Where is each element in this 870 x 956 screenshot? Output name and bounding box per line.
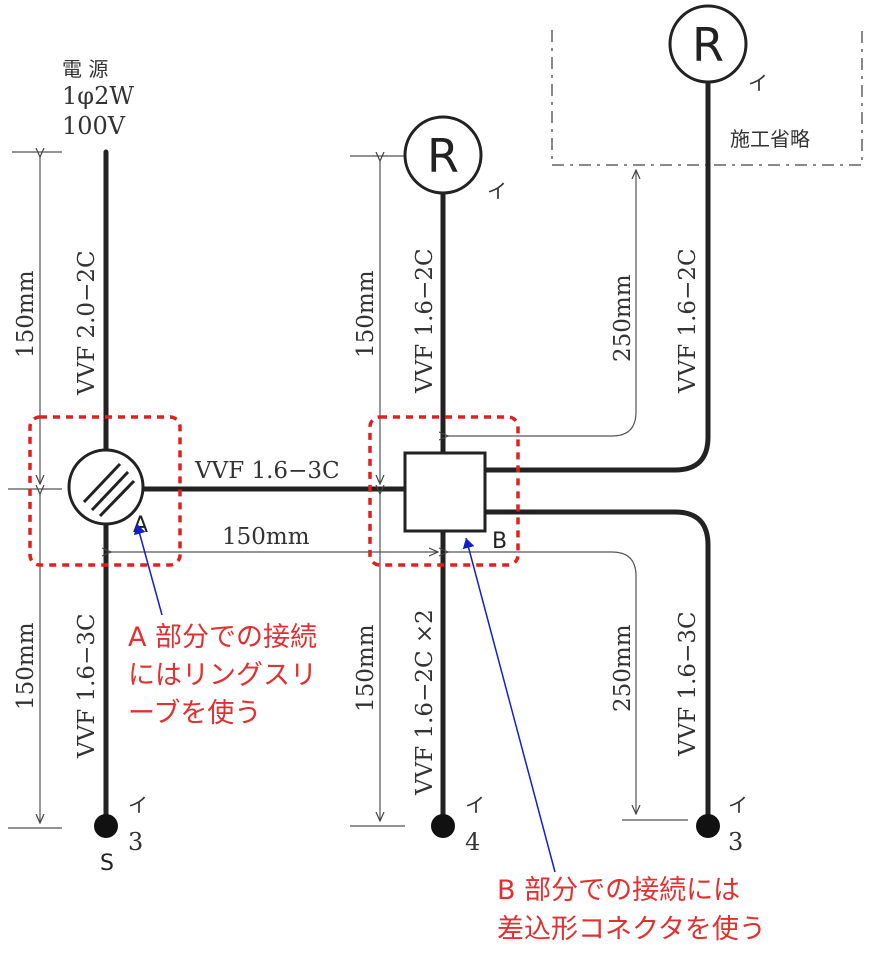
- note-b-line1: B 部分での接続には: [497, 875, 740, 906]
- power-label-2: 1φ2W: [62, 82, 134, 110]
- switch-2-bottom-label: 4: [465, 828, 480, 856]
- outlet-box-a: [67, 448, 145, 526]
- lamp-right-label: イ: [748, 71, 768, 95]
- cable-label-right-upper: VVF 1.6−2C: [675, 248, 701, 394]
- switch-3: [696, 814, 720, 838]
- dim-label-left-upper: 150mm: [13, 270, 39, 358]
- dim-label-right-upper: 250mm: [610, 274, 636, 362]
- switch-1-s-label: S: [100, 851, 114, 876]
- note-b-line2: 差込形コネクタを使う: [497, 914, 766, 945]
- marker-box-a: [28, 415, 182, 567]
- omitted-label: 施工省略: [730, 127, 810, 151]
- cable-label-left-lower: VVF 1.6−3C: [74, 613, 100, 759]
- junction-box-b: [403, 451, 487, 533]
- switch-3-bottom-label: 3: [728, 828, 743, 856]
- dim-right-upper: [448, 170, 636, 436]
- cable-right-lower: [482, 509, 711, 823]
- switch-1: [94, 814, 118, 838]
- cable-label-right-lower: VVF 1.6−3C: [675, 611, 701, 757]
- lamp-right-symbol: R: [692, 18, 724, 72]
- dim-label-left-lower: 150mm: [13, 622, 39, 710]
- dim-right-lower: [448, 552, 636, 814]
- marker-b-label: B: [492, 529, 507, 554]
- callout-arrow-a: [133, 523, 163, 616]
- cable-label-horizontal: VVF 1.6−3C: [194, 458, 340, 484]
- lamp-right: R: [668, 4, 748, 84]
- cable-label-mid-upper: VVF 1.6−2C: [412, 248, 438, 394]
- switch-3-top-label: イ: [728, 793, 748, 817]
- power-label-3: 100V: [62, 112, 126, 140]
- switch-1-bottom-label: 3: [128, 828, 143, 856]
- switch-2: [431, 814, 455, 838]
- switch-2-top-label: イ: [465, 793, 485, 817]
- note-a-line1: A 部分での接続: [128, 622, 317, 653]
- note-a-line3: ーブを使う: [128, 698, 261, 729]
- switch-1-top-label: イ: [128, 793, 148, 817]
- lamp-mid: R: [403, 115, 483, 195]
- dim-label-right-lower: 250mm: [610, 624, 636, 712]
- cable-right-upper: [482, 79, 711, 473]
- power-label-1: 電 源: [62, 57, 108, 81]
- cable-label-source: VVF 2.0−2C: [74, 250, 100, 396]
- lamp-mid-label: イ: [487, 179, 507, 203]
- lamp-mid-symbol: R: [427, 129, 459, 183]
- dim-label-horizontal: 150mm: [222, 524, 310, 550]
- cable-label-mid-lower: VVF 1.6−2C ×2: [412, 609, 438, 796]
- callout-arrow-b: [462, 537, 556, 873]
- note-a-line2: にはリングスリ: [128, 660, 317, 691]
- dim-label-mid-upper: 150mm: [353, 270, 379, 358]
- dim-label-mid-lower: 150mm: [353, 624, 379, 712]
- marker-box-b: [368, 415, 520, 567]
